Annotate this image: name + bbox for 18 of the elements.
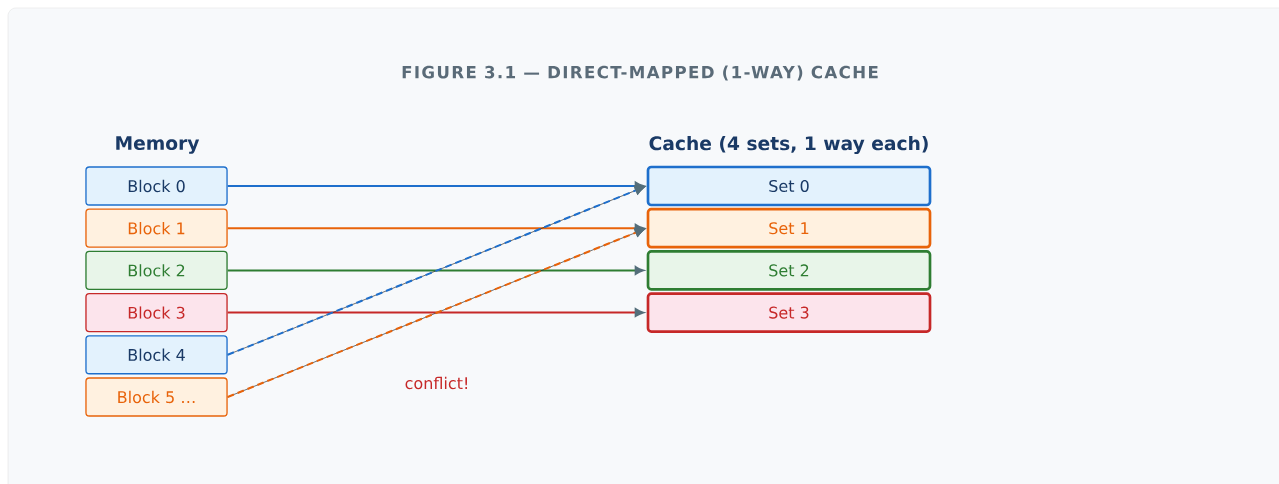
memory-block: Block 5 …: [85, 377, 228, 417]
memory-block: Block 2: [85, 250, 228, 291]
cache-set-box: Set 2: [646, 250, 932, 291]
memory-block: Block 3: [85, 292, 228, 333]
arrow: [226, 227, 646, 398]
cache-set-box: Set 1: [646, 207, 932, 249]
column-heading: Cache (4 sets, 1 way each): [649, 135, 928, 155]
memory-block: Block 1: [85, 208, 228, 248]
arrow: [226, 265, 645, 275]
figure-title: FIGURE 3.1 — DIRECT-MAPPED (1-WAY) CACHE: [402, 65, 878, 81]
memory-block: Block 0: [85, 166, 228, 206]
column-heading: Memory: [116, 136, 200, 154]
arrow: [226, 308, 645, 317]
conflict-label: conflict!: [405, 376, 467, 390]
cache-set-box: Set 0: [646, 165, 932, 207]
arrow: [226, 185, 646, 356]
memory-block: Block 4: [85, 335, 228, 375]
cache-set-box: Set 3: [646, 292, 932, 333]
